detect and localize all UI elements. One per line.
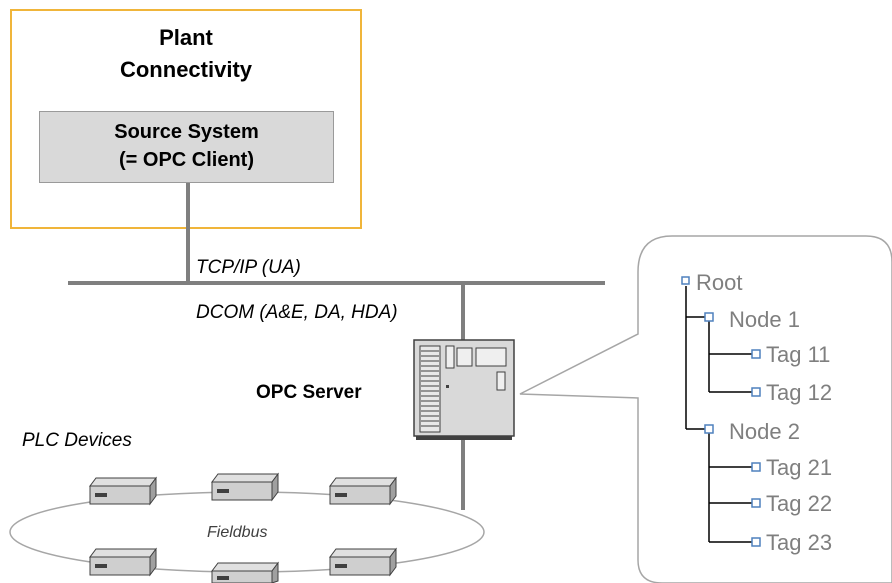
source-system-line2: (= OPC Client) <box>118 149 254 171</box>
tag-21-icon <box>751 462 761 472</box>
node-2-icon <box>704 424 714 434</box>
tag-23-icon <box>751 537 761 547</box>
tree-node-1-label: Node 1 <box>729 307 800 332</box>
tree-root-label: Root <box>696 270 742 295</box>
tree-tag-22-label: Tag 22 <box>766 491 832 516</box>
plc-device <box>329 476 397 506</box>
opc-server-label: OPC Server <box>256 382 362 403</box>
tag-11-icon <box>751 349 761 359</box>
plc-device <box>211 561 279 583</box>
source-system-label: Source System (= OPC Client) <box>39 118 334 174</box>
plc-device <box>329 547 397 577</box>
plant-connectivity-title: Plant Connectivity <box>10 22 362 86</box>
tcp-ip-label: TCP/IP (UA) <box>196 257 301 278</box>
plant-title-line1: Plant <box>159 25 213 50</box>
tree-node-icons <box>681 276 761 547</box>
root-node-icon <box>681 276 690 285</box>
fieldbus-label: Fieldbus <box>207 524 267 541</box>
plc-devices-label: PLC Devices <box>22 430 132 451</box>
plc-device <box>89 476 157 506</box>
tag-22-icon <box>751 498 761 508</box>
tree-node-2-label: Node 2 <box>729 419 800 444</box>
source-system-line1: Source System <box>114 121 259 143</box>
plant-title-line2: Connectivity <box>119 57 253 82</box>
tree-callout <box>519 235 892 583</box>
source-system-box <box>39 111 334 183</box>
plc-device <box>89 547 157 577</box>
tree-tag-21-label: Tag 21 <box>766 455 832 480</box>
tag-12-icon <box>751 387 761 397</box>
tree-tag-11-label: Tag 11 <box>766 342 830 367</box>
plc-device <box>211 472 279 502</box>
dcom-label: DCOM (A&E, DA, HDA) <box>196 302 398 323</box>
tree-tag-12-label: Tag 12 <box>766 380 832 405</box>
node-1-icon <box>704 312 714 322</box>
tree-connectors <box>685 286 752 543</box>
tree-tag-23-label: Tag 23 <box>766 530 832 555</box>
opc-server-icon <box>413 339 515 440</box>
